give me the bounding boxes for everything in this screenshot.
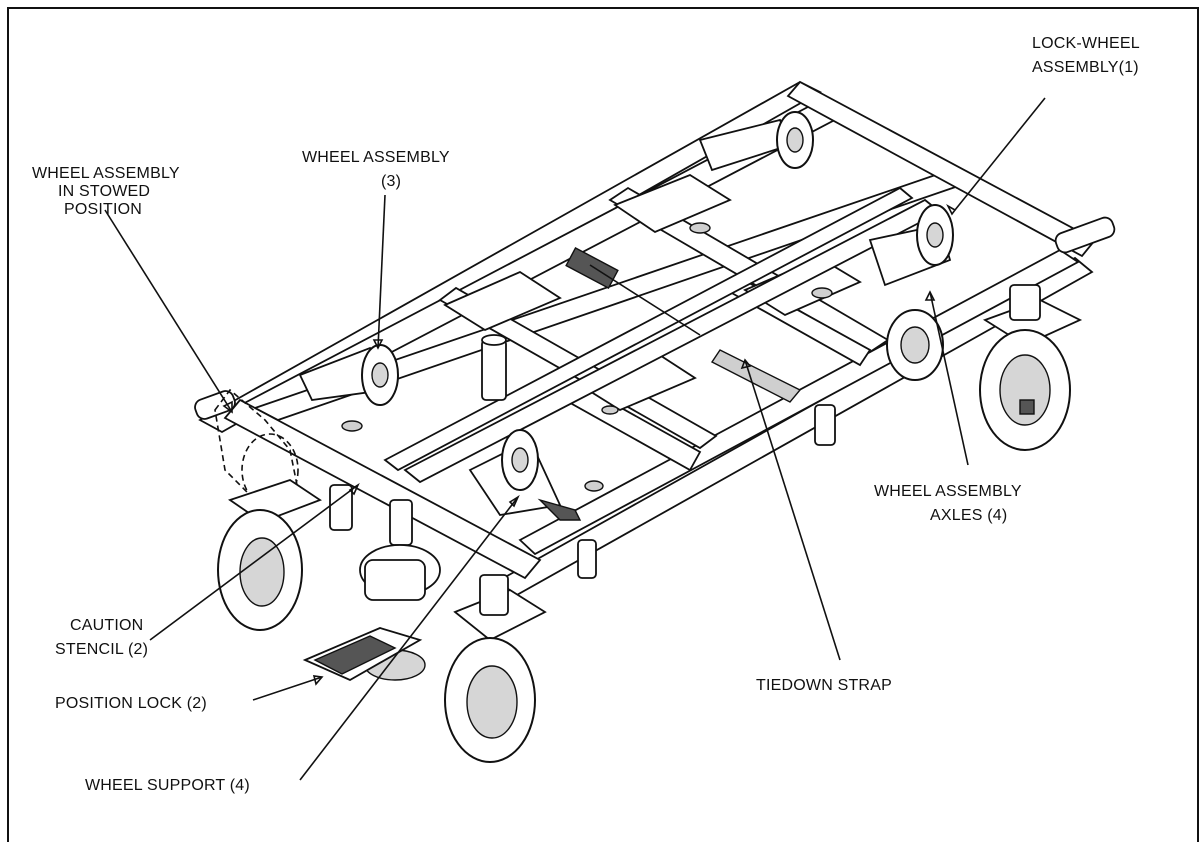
upper-wheel-assembly-left [298,344,399,406]
caster-middle-right [886,309,944,381]
caster-front-left [217,479,322,631]
label-stowed-line1: WHEEL ASSEMBLY [32,165,180,182]
label-lock-wheel-line2: ASSEMBLY(1) [1032,59,1139,76]
frame-border [7,7,1199,842]
label-stowed-line2: IN STOWED [58,183,150,200]
label-stowed-line3: POSITION [64,201,142,218]
upper-wheel-assembly-rear [698,111,814,172]
label-lock-wheel-line1: LOCK-WHEEL [1032,35,1140,52]
label-position-lock: POSITION LOCK (2) [55,695,207,712]
leader-lines [104,97,1046,781]
caster-center-lock [302,544,441,682]
label-wheel-support: WHEEL SUPPORT (4) [85,777,250,794]
label-wheel-assembly-3-line2: (3) [381,173,401,190]
label-axles-line2: AXLES (4) [930,507,1007,524]
caster-rear-right [979,284,1083,451]
upper-wheel-assembly-front [468,429,582,521]
label-axles-line1: WHEEL ASSEMBLY [874,483,1022,500]
label-tiedown-strap: TIEDOWN STRAP [756,677,892,694]
caster-front-right [444,574,547,763]
upper-wheel-assembly-lock [868,204,954,287]
label-wheel-assembly-3-line1: WHEEL ASSEMBLY [302,149,450,166]
label-caution-line2: STENCIL (2) [55,641,148,658]
label-caution-line1: CAUTION [70,617,143,634]
dolly-frame [194,80,1116,598]
